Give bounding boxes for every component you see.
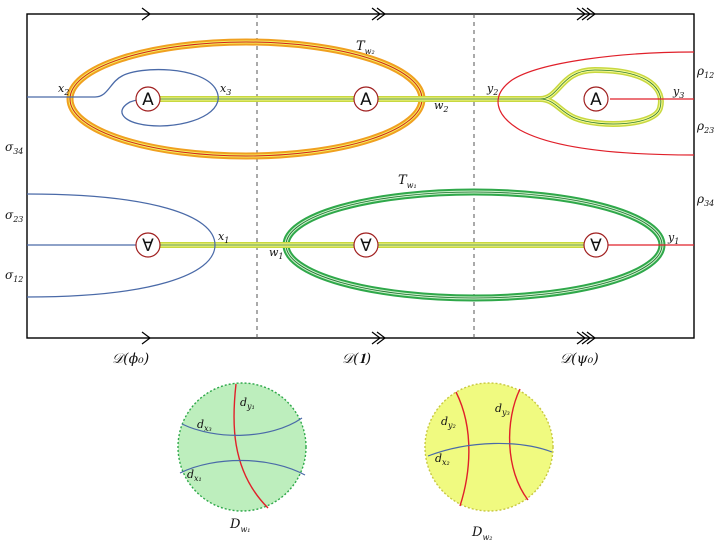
label-d-x2: dx₂ bbox=[435, 452, 450, 467]
label-rho23: ρ23 bbox=[696, 119, 714, 135]
label-sigma34: σ34 bbox=[5, 140, 23, 156]
label-d-y3: dy₃ bbox=[495, 402, 510, 417]
label-d-phi0: 𝒟(ϕ₀) bbox=[112, 351, 149, 367]
svg-text:A: A bbox=[360, 90, 372, 110]
blue-curve-bottom-arc bbox=[26, 193, 216, 298]
tube-top-band-core bbox=[160, 69, 662, 125]
label-t-w1: Tw₁ bbox=[398, 173, 417, 190]
label-x2: x2 bbox=[58, 82, 69, 97]
circle-a-left: A bbox=[135, 86, 161, 112]
disk-dw2 bbox=[424, 382, 554, 512]
label-w2: w2 bbox=[434, 99, 449, 114]
label-rho34: ρ34 bbox=[696, 192, 714, 208]
label-disk-dw2: Dw₂ bbox=[471, 525, 493, 542]
label-d-x3: dx₃ bbox=[197, 418, 212, 433]
label-x3: x3 bbox=[220, 82, 231, 97]
label-sigma12: σ12 bbox=[5, 268, 23, 284]
svg-text:∀: ∀ bbox=[360, 236, 372, 256]
label-d-y2: dy₂ bbox=[441, 415, 456, 430]
top-edge-arrows bbox=[141, 7, 596, 21]
label-t-w2: Tw₂ bbox=[356, 39, 375, 56]
red-curve-right-loop bbox=[497, 51, 695, 156]
circle-forall-right: ∀ bbox=[583, 232, 609, 258]
svg-text:∀: ∀ bbox=[142, 236, 154, 256]
label-d-psi0: 𝒟(ψ₀) bbox=[560, 351, 599, 367]
svg-text:A: A bbox=[590, 90, 602, 110]
bottom-edge-arrows bbox=[141, 331, 596, 345]
circle-forall-left: ∀ bbox=[135, 232, 161, 258]
circle-a-middle: A bbox=[353, 86, 379, 112]
blue-curve-top bbox=[27, 68, 219, 127]
label-d-one: 𝒟(𝟏) bbox=[342, 351, 371, 367]
svg-text:∀: ∀ bbox=[590, 236, 602, 256]
label-y2: y2 bbox=[486, 82, 498, 97]
circle-forall-middle: ∀ bbox=[353, 232, 379, 258]
disk-dw1 bbox=[177, 382, 307, 512]
label-disk-dw1: Dw₁ bbox=[229, 517, 251, 534]
label-d-y1: dy₁ bbox=[240, 396, 255, 411]
label-sigma23: σ23 bbox=[5, 208, 23, 224]
label-rho12: ρ12 bbox=[696, 64, 714, 80]
circle-a-right: A bbox=[583, 86, 609, 112]
domain-rectangle bbox=[26, 13, 695, 339]
label-x1: x1 bbox=[218, 230, 229, 245]
label-y1: y1 bbox=[667, 231, 679, 246]
svg-text:A: A bbox=[142, 90, 154, 110]
label-d-x1: dx₁ bbox=[187, 468, 202, 483]
label-w1: w1 bbox=[269, 246, 284, 261]
label-y3: y3 bbox=[672, 85, 684, 100]
